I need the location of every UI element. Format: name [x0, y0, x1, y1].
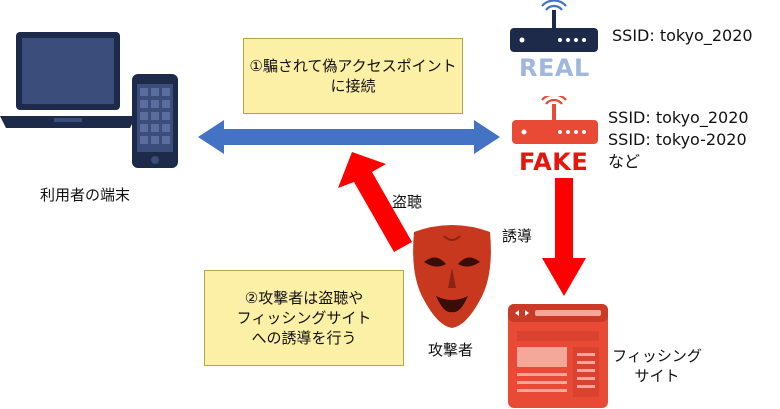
- eavesdrop-arrow: [336, 148, 420, 254]
- phishing-label-line-2: サイト: [634, 367, 680, 385]
- device-label: 利用者の端末: [40, 186, 131, 204]
- note-attack-line-1: ②攻撃者は盗聴や: [244, 289, 364, 307]
- connection-double-arrow: [196, 116, 502, 158]
- note-attack-line-3: への誘導を行う: [251, 329, 357, 347]
- phishing-label-line-1: フィッシング: [612, 347, 702, 365]
- real-badge: REAL: [519, 54, 590, 82]
- note-attack: ②攻撃者は盗聴や フィッシングサイト への誘導を行う: [204, 270, 404, 366]
- note-connect-line-1: ①騙されて偽アクセスポイント: [249, 57, 457, 75]
- redirect-arrow: [540, 176, 588, 298]
- real-ssid: SSID: tokyo_2020: [612, 26, 753, 45]
- eavesdrop-label: 盗聴: [392, 193, 423, 211]
- phishing-site-icon: [507, 303, 609, 409]
- phishing-label: フィッシング サイト: [612, 346, 702, 386]
- laptop-icon: [0, 28, 140, 148]
- redirect-label: 誘導: [502, 227, 533, 245]
- fake-ssid-2: SSID: tokyo-2020: [608, 130, 747, 149]
- attacker-mask-icon: [410, 224, 494, 330]
- note-connect-line-2: に接続: [330, 77, 376, 95]
- note-attack-line-2: フィッシングサイト: [236, 309, 372, 327]
- smartphone-icon: [130, 72, 180, 172]
- fake-badge: FAKE: [519, 148, 589, 176]
- note-connect: ①騙されて偽アクセスポイント に接続: [243, 38, 463, 114]
- fake-ssid-1: SSID: tokyo_2020: [608, 108, 749, 127]
- attacker-label: 攻撃者: [428, 341, 474, 359]
- fake-ssid-etc: など: [608, 152, 641, 171]
- fake-router-icon: [504, 96, 604, 148]
- real-router-icon: [504, 0, 604, 58]
